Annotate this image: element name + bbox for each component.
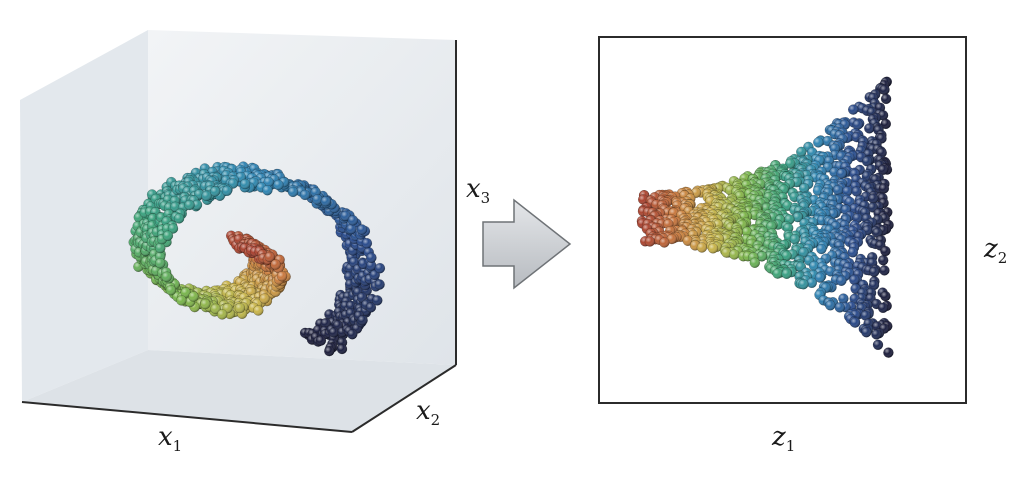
scatter-point-shade bbox=[165, 285, 176, 296]
scatter-point-shade bbox=[880, 291, 891, 302]
scatter-point-shade bbox=[324, 346, 335, 357]
scatter-point-shade bbox=[222, 185, 232, 196]
scatter-point-shade bbox=[781, 268, 792, 279]
scatter-point-shade bbox=[848, 104, 859, 115]
scatter-point-shade bbox=[834, 302, 845, 313]
scatter-point-shade bbox=[708, 243, 718, 254]
scatter-point-shade bbox=[361, 238, 372, 249]
scatter-point-shade bbox=[277, 271, 287, 282]
scatter-point-shade bbox=[873, 339, 883, 350]
scatter-point-shade bbox=[188, 291, 199, 302]
scatter-point-shade bbox=[253, 305, 264, 316]
scatter-point-shade bbox=[328, 327, 339, 338]
scatter-point-shade bbox=[273, 179, 284, 190]
scatter-point-shade bbox=[850, 317, 861, 328]
scatter-point-shade bbox=[879, 265, 890, 276]
scatter-point-shade bbox=[881, 93, 892, 104]
scatter-point-shade bbox=[836, 275, 847, 286]
scatter-point-shade bbox=[337, 344, 347, 354]
scatter-point-shade bbox=[861, 327, 872, 338]
scatter-point-shade bbox=[161, 271, 172, 282]
scatter-point-shade bbox=[864, 123, 875, 134]
scatter-point-shade bbox=[878, 302, 888, 313]
scatter-point-shade bbox=[270, 259, 281, 270]
scatter-point-shade bbox=[347, 215, 358, 226]
scatter-point-shade bbox=[880, 246, 891, 257]
scatter-point-shade bbox=[176, 295, 187, 306]
scatter-point-shade bbox=[346, 224, 357, 234]
right-arrow-icon bbox=[482, 198, 572, 290]
scatter-point-shade bbox=[878, 183, 889, 194]
scatter-point-shade bbox=[816, 244, 827, 254]
box-edge-bottom-front bbox=[21, 401, 353, 433]
scatter-point-shade bbox=[749, 257, 760, 268]
axis-label-z1: z1 bbox=[772, 422, 796, 455]
scatter-point-shade bbox=[869, 266, 880, 277]
scatter-point-shade bbox=[659, 237, 670, 248]
axis-label-x1: x1 bbox=[158, 422, 183, 455]
scatter-point-shade bbox=[878, 255, 889, 266]
scatter-point-shade bbox=[217, 309, 228, 320]
swiss-roll-points bbox=[128, 161, 386, 357]
scatter-point-shade bbox=[357, 315, 368, 326]
scatter-point-shade bbox=[366, 252, 377, 263]
scatter-point-shade bbox=[849, 274, 860, 285]
scatter-point-shade bbox=[813, 137, 824, 148]
scatter-point-shade bbox=[162, 230, 173, 241]
scatter-point-shade bbox=[234, 303, 245, 314]
scatter-point-shade bbox=[320, 318, 331, 329]
scatter-point-shade bbox=[300, 189, 310, 200]
scatter-point-shade bbox=[210, 186, 221, 197]
scatter-point-shade bbox=[357, 224, 367, 235]
axis-label-x2: x2 bbox=[416, 396, 441, 429]
swiss-roll-3d-box bbox=[20, 30, 457, 433]
scatter-point-shade bbox=[879, 84, 890, 95]
scatter-point-shade bbox=[155, 258, 166, 269]
scatter-point-shade bbox=[374, 263, 385, 274]
scatter-point-shade bbox=[315, 335, 326, 346]
axis-label-z2: z2 bbox=[984, 234, 1008, 267]
scatter-point-shade bbox=[155, 243, 166, 253]
scatter-point-shade bbox=[259, 293, 270, 304]
scatter-point-shade bbox=[374, 279, 385, 290]
scatter-point-shade bbox=[789, 234, 800, 245]
scatter-point-shade bbox=[184, 200, 195, 210]
scatter-point-shade bbox=[174, 213, 185, 224]
box-left-wall bbox=[20, 30, 148, 402]
scatter-point-shade bbox=[696, 242, 707, 253]
mapping-arrow bbox=[482, 198, 572, 290]
scatter-point-shade bbox=[262, 185, 273, 196]
scatter-point-shade bbox=[200, 299, 211, 309]
scatter-point-shade bbox=[288, 186, 298, 197]
scatter-point-shade bbox=[871, 329, 882, 340]
scatter-point-shade bbox=[644, 236, 655, 247]
box-edge-bottom-right bbox=[351, 364, 457, 433]
scatter-point-shade bbox=[240, 179, 251, 189]
scatter-point-shade bbox=[320, 196, 331, 207]
scatter-point-shade bbox=[729, 249, 740, 260]
axis-label-x3: x3 bbox=[466, 174, 491, 207]
scatter-point-shade bbox=[883, 347, 894, 358]
scatter-point-shade bbox=[825, 300, 836, 311]
embedding-2d-panel bbox=[598, 36, 967, 404]
scatter-point-shade bbox=[347, 329, 358, 340]
scatter-point-shade bbox=[772, 268, 783, 279]
scatter-point-shade bbox=[372, 295, 383, 306]
scatter-point-shade bbox=[798, 279, 809, 290]
